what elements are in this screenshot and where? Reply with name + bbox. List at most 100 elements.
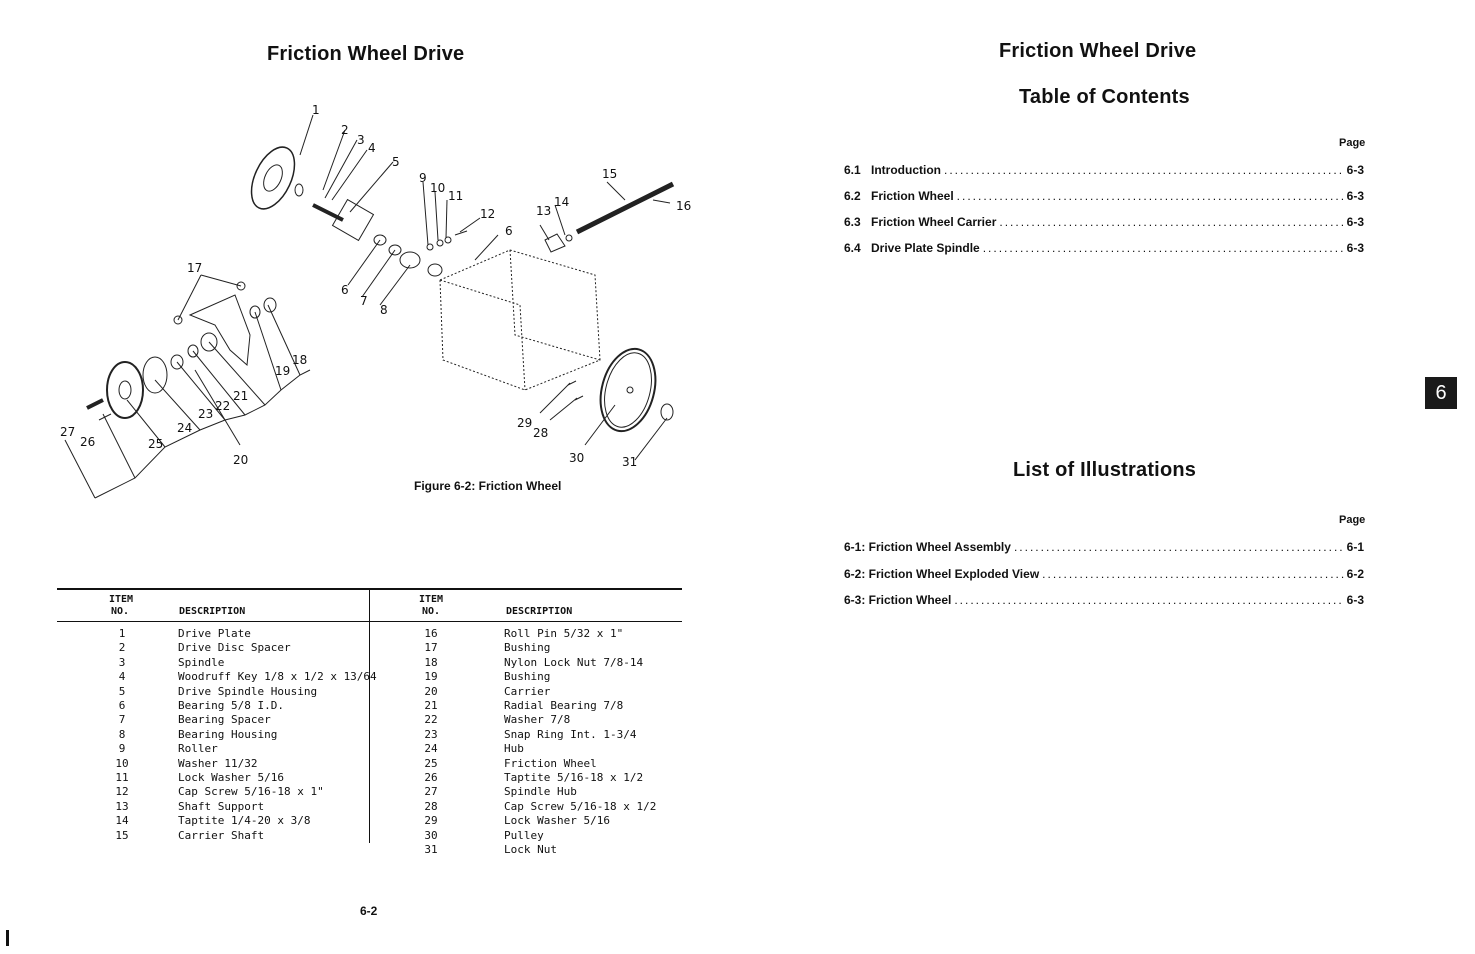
callout-29: 29 [517,416,532,430]
entry-label: Friction Wheel [871,189,954,203]
entry-page: 6-2 [1346,566,1364,581]
callout-5: 5 [392,155,400,169]
item-description: Washer 11/32 [178,756,258,770]
item-description: Friction Wheel [504,756,597,770]
item-number: 7 [118,713,126,727]
header-item-left: ITEM [109,594,134,605]
entry-label: 6-1: Friction Wheel Assembly [844,540,1011,554]
callout-3: 3 [357,133,365,147]
item-description: Lock Nut [504,843,557,856]
callout-27: 27 [60,425,75,439]
callout-21: 21 [233,389,248,403]
entry-label: Drive Plate Spindle [871,241,980,255]
scan-edge-mark [6,930,9,946]
item-number: 17 [424,641,438,655]
item-description: Spindle Hub [504,785,577,799]
callout-19: 19 [275,364,290,378]
right-page: Friction Wheel Drive Table of Contents P… [740,0,1475,954]
dot-leader: ........................................… [1013,540,1344,554]
entry-page: 6-3 [1346,593,1364,607]
section-tab: 6 [1425,377,1457,409]
toc-page-label: Page [1339,137,1366,149]
callout-31: 31 [622,455,637,469]
item-number: 25 [424,756,438,770]
callout-10: 10 [430,181,445,195]
entry-page: 6-1 [1346,540,1364,554]
illustration-entry[interactable]: 6-2: Friction Wheel Exploded View.......… [844,567,1364,583]
item-description: Roller [178,742,218,756]
item-description: Drive Plate [178,627,251,640]
header-no-left: NO. [111,606,130,617]
item-number: 5 [118,684,126,698]
callout-16: 16 [676,199,691,213]
item-description: Shaft Support [178,799,265,813]
item-description: Bearing 5/8 I.D. [178,699,284,712]
entry-page: 6-3 [1346,189,1364,203]
item-number: 13 [115,799,129,813]
item-description: Cap Screw 5/16-18 x 1/2 [504,799,657,813]
item-number: 29 [424,814,438,828]
item-description: Drive Spindle Housing [178,684,318,698]
item-description: Radial Bearing 7/8 [504,699,624,712]
header-description-right: DESCRIPTION [506,606,573,617]
item-number: 20 [424,684,438,698]
header-item-right: ITEM [419,594,444,605]
toc-entry-number: 6.3 [844,215,861,229]
item-number: 9 [118,742,126,756]
dot-leader: ........................................… [943,163,1344,177]
illustrations-page-label: Page [1339,514,1366,526]
callout-14: 14 [554,195,569,209]
callout-6a: 6 [505,224,513,238]
item-description: Taptite 1/4-20 x 3/8 [178,814,311,828]
callout-4: 4 [368,141,376,155]
illustration-entry[interactable]: 6-3: Friction Wheel.....................… [844,593,1364,609]
item-number: 14 [115,814,129,828]
left-page-title: Friction Wheel Drive [267,43,465,65]
item-description: Woodruff Key 1/8 x 1/2 x 13/64 [178,670,377,684]
item-number: 4 [118,670,126,684]
callout-20: 20 [233,453,248,467]
item-number: 16 [424,627,438,640]
callout-12: 12 [480,207,495,221]
left-page: Friction Wheel Drive [6,43,691,946]
item-description: Washer 7/8 [504,713,571,727]
callout-1: 1 [312,103,320,117]
illustration-entry[interactable]: 6-1: Friction Wheel Assembly............… [844,540,1364,556]
item-description: Drive Disc Spacer [178,641,291,655]
callout-18: 18 [292,353,307,367]
item-description: Cap Screw 5/16-18 x 1" [178,785,324,799]
callout-7: 7 [360,294,368,308]
toc-entry-number: 6.4 [844,241,861,255]
item-description: Taptite 5/16-18 x 1/2 [504,771,644,784]
callout-8: 8 [380,303,388,317]
callout-24: 24 [177,421,192,435]
entry-page: 6-3 [1346,215,1364,229]
item-number: 23 [424,727,438,741]
parts-table: ITEM NO. DESCRIPTION ITEM NO. DESCRIPTIO… [57,588,682,856]
entry-label: Introduction [871,163,941,177]
entry-page: 6-3 [1346,241,1364,255]
entry-label: 6-3: Friction Wheel [844,593,952,607]
dot-leader: ........................................… [954,593,1344,607]
callout-9: 9 [419,171,427,185]
item-description: Lock Washer 5/16 [178,771,284,784]
toc-title: Table of Contents [1019,86,1190,108]
callout-15: 15 [602,167,617,181]
callout-26: 26 [80,435,95,449]
toc-entry[interactable]: 6.4 Drive Plate Spindle..................… [844,241,1364,257]
dot-leader: ........................................… [956,189,1344,203]
dot-leader: ........................................… [982,241,1344,255]
item-description: Bushing [504,670,551,684]
callout-2: 2 [341,123,349,137]
toc-entry-number: 6.1 [844,163,861,177]
callout-13: 13 [536,204,551,218]
item-description: Carrier [504,684,551,698]
item-number: 26 [424,771,438,784]
entry-label: Friction Wheel Carrier [871,215,997,229]
toc-entry[interactable]: 6.1 Introduction.........................… [844,163,1364,179]
callout-22: 22 [215,399,230,413]
right-page-title: Friction Wheel Drive [999,40,1197,62]
callout-11: 11 [448,189,463,203]
